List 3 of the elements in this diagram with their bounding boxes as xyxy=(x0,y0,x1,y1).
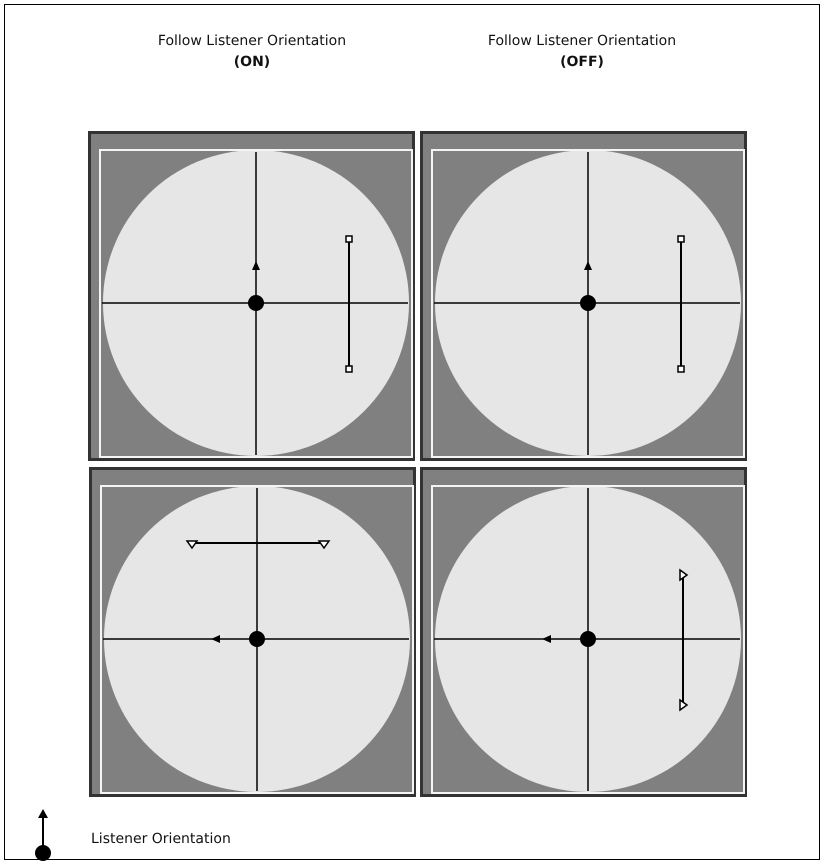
column-heading: Follow Listener Orientation (OFF) xyxy=(486,32,678,72)
column-heading: Follow Listener Orientation (ON) xyxy=(156,32,348,72)
legend-label: Listener Orientation xyxy=(91,831,231,847)
